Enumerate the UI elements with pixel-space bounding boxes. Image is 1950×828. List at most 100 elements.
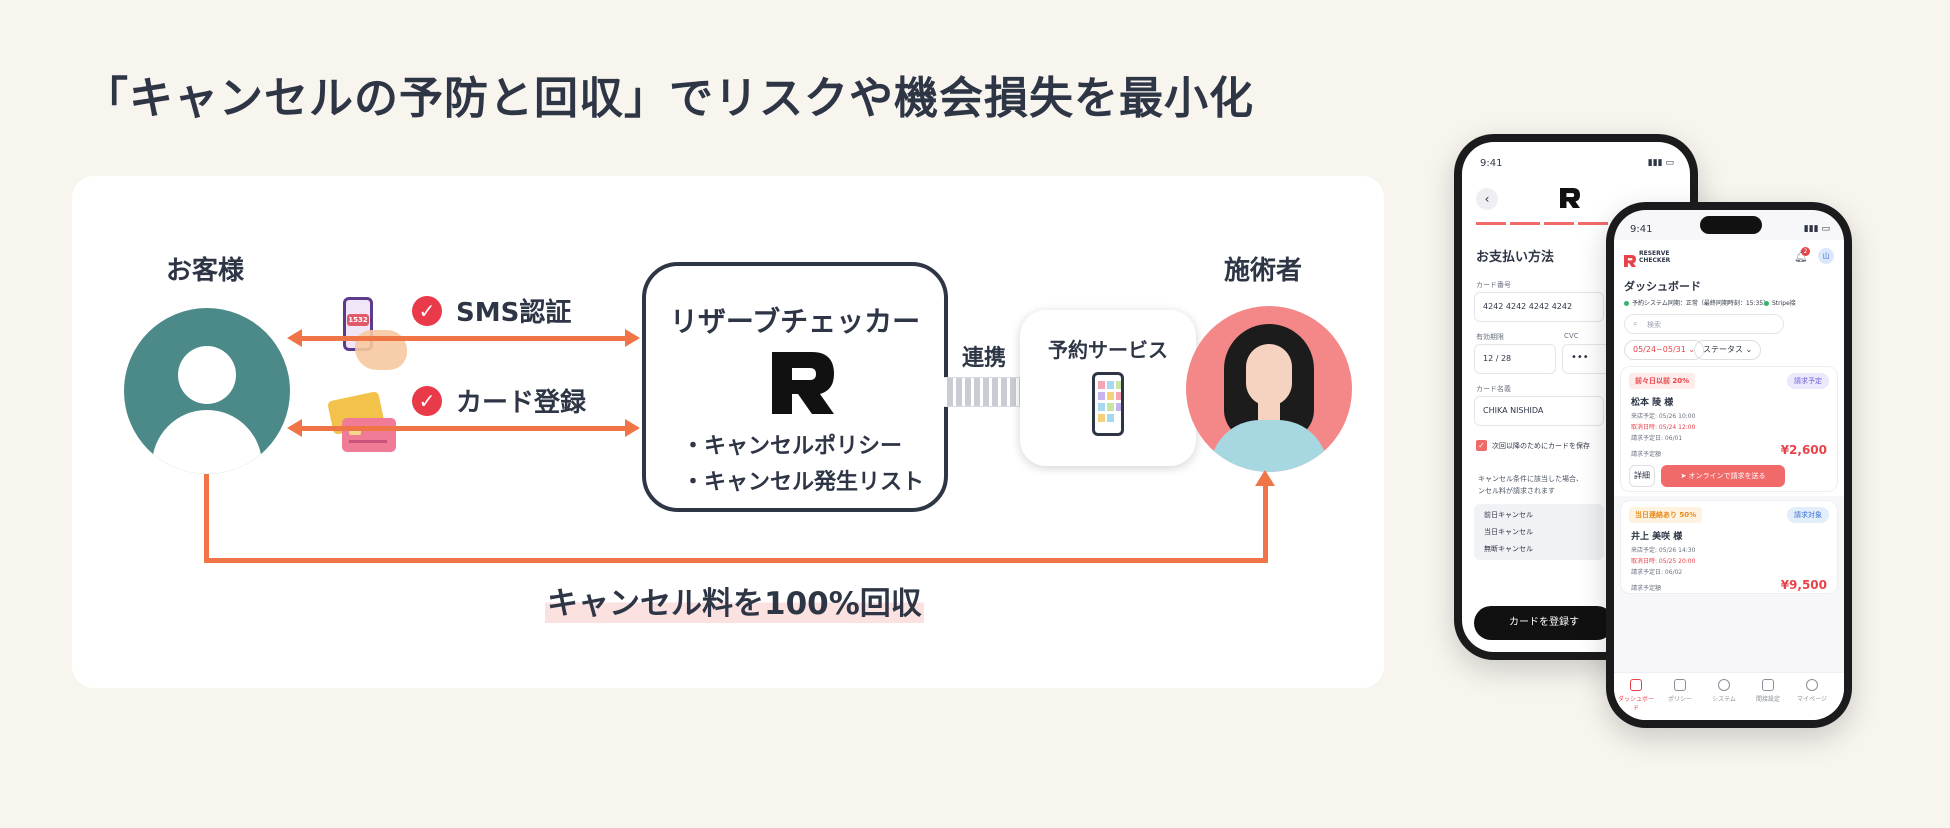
status-time: 9:41 [1480,158,1503,169]
reserve-checker-logo-icon [772,352,834,418]
return-line [204,558,1268,563]
brand-name: RESERVE [1639,250,1670,257]
cancel-item: 前日キャンセル [1484,511,1533,519]
cancel-tier-tag: 当日連絡あり 50% [1629,507,1703,523]
status-badge: 請求予定 [1787,373,1829,389]
expiry-field[interactable]: 12 / 28 [1474,344,1556,374]
app-logo-icon [1560,188,1580,212]
register-card-button[interactable]: カードを登録す [1474,606,1614,640]
tab-mypage[interactable]: マイページ [1792,679,1832,703]
cancel-policy-list: 前日キャンセル 当日キャンセル 無断キャンセル [1474,504,1604,560]
provider-avatar-icon [1186,306,1352,472]
share-icon [1718,679,1730,691]
notification-badge: 2 [1801,247,1810,256]
card-number-label: カード番号 [1476,281,1511,289]
cancel-item: 無断キャンセル [1484,545,1533,553]
detail-button[interactable]: 詳細 [1629,465,1655,487]
payment-title: お支払い方法 [1476,250,1555,265]
customer-avatar-icon [124,308,290,474]
card-arrow [287,419,640,437]
tab-system[interactable]: システム [1704,679,1744,703]
customer-name: 松本 陵 様 [1631,398,1674,408]
sms-check-icon: ✓ [412,296,442,326]
link-label: 連携 [962,346,1007,371]
sync-status: 予約システム同期：正常（最終同期時刻：15:35） [1632,300,1770,307]
cancel-notice: ンセル料が請求されます [1478,487,1555,495]
card-check-icon: ✓ [412,386,442,416]
card-name-field[interactable]: CHIKA NISHIDA [1474,396,1604,426]
brand-name: CHECKER [1639,257,1671,264]
stripe-status-dot [1764,301,1769,306]
brand-logo-icon [1624,252,1636,271]
back-button[interactable]: ‹ [1476,188,1498,210]
search-icon: ⌕ [1633,319,1638,328]
save-card-label: 次回以降のためにカードを保存 [1492,442,1590,450]
reserve-checker-bullet: ・キャンセルポリシー [682,434,903,459]
trophy-icon [1762,679,1774,691]
battery-icon: ▮▮▮ ▭ [1803,224,1830,234]
sync-status-dot [1624,301,1629,306]
booking-app-icon [1092,372,1124,436]
return-line [1263,484,1268,563]
cancel-item: 当日キャンセル [1484,528,1533,536]
visit-time: 来店予定: 05/26 10:00 [1631,413,1696,420]
visit-time: 来店予定: 05/26 14:30 [1631,547,1696,554]
user-icon [1806,679,1818,691]
send-invoice-button[interactable]: ➤ オンラインで請求を送る [1661,465,1785,487]
status-badge: 請求対象 [1787,507,1829,523]
date-filter[interactable]: 05/24~05/31 ⌄ [1624,340,1705,360]
amount-label: 請求予定額 [1631,585,1662,592]
status-filter[interactable]: ステータス ⌄ [1694,340,1762,360]
status-time: 9:41 [1630,224,1653,235]
reserve-checker-title: リザーブチェッカー [669,305,921,338]
card-name-label: カード名義 [1476,385,1511,393]
credit-card-pink-icon [342,418,396,452]
cancel-tier-tag: 前々日以前 20% [1629,373,1696,389]
tab-bar: ダッシュボード ポリシー システム 間接設定 マイページ [1614,672,1844,720]
dashboard-icon [1630,679,1642,691]
battery-icon: ▮▮▮ ▭ [1647,158,1674,168]
dashboard-screen: 9:41 ▮▮▮ ▭ RESERVE CHECKER 🔔︎ 2 山 ダッシュボー… [1614,210,1844,720]
provider-label: 施術者 [1224,256,1303,286]
page-headline: 「キャンセルの予防と回収」でリスクや機会損失を最小化 [84,73,1254,124]
reserve-checker-box: リザーブチェッカー ・キャンセルポリシー ・キャンセル発生リスト [642,262,948,512]
reserve-checker-bullet: ・キャンセル発生リスト [682,470,925,495]
search-input[interactable]: ⌕ 検索 [1624,314,1784,334]
tab-dashboard[interactable]: ダッシュボード [1616,679,1656,712]
collect-label: キャンセル料を100%回収 [545,578,924,623]
save-card-checkbox[interactable]: ✓ [1476,440,1487,451]
cancellation-card[interactable]: 前々日以前 20% 請求予定 松本 陵 様 来店予定: 05/26 10:00 … [1620,366,1838,492]
return-arrow-tip [1255,470,1275,486]
booking-service-label: 予約サービス [1048,338,1168,362]
cvc-label: CVC [1564,332,1579,340]
cancel-time: 取消日時: 05/25 20:00 [1631,558,1696,565]
sms-arrow [287,329,640,347]
progress-bar [1476,222,1690,225]
customer-name: 井上 美咲 様 [1631,532,1683,542]
cancellation-card[interactable]: 当日連絡あり 50% 請求対象 井上 美咲 様 来店予定: 05/26 14:3… [1620,500,1838,594]
amount-value: ¥2,600 [1780,443,1827,457]
billing-date: 請求予定日: 06/01 [1631,435,1683,442]
dashboard-title: ダッシュボード [1624,280,1701,293]
booking-service-box: 予約サービス [1020,310,1196,466]
amount-label: 請求予定額 [1631,451,1662,458]
expiry-label: 有効期限 [1476,333,1504,341]
tab-settings[interactable]: 間接設定 [1748,679,1788,703]
amount-value: ¥9,500 [1780,578,1827,592]
tab-policy[interactable]: ポリシー [1660,679,1700,703]
stripe-status: Stripe接 [1772,300,1796,307]
link-connector [944,377,1024,407]
shield-icon [1674,679,1686,691]
return-line [204,474,209,562]
dashboard-phone: 9:41 ▮▮▮ ▭ RESERVE CHECKER 🔔︎ 2 山 ダッシュボー… [1606,202,1852,728]
customer-label: お客様 [166,256,245,286]
user-avatar[interactable]: 山 [1818,248,1834,264]
cancel-time: 取消日時: 05/24 12:00 [1631,424,1696,431]
cancel-notice: キャンセル条件に該当した場合、 [1478,475,1583,483]
cvc-field[interactable]: ••• [1562,344,1612,374]
card-number-field[interactable]: 4242 4242 4242 4242 [1474,292,1604,322]
dynamic-island [1700,216,1762,234]
card-registration-label: カード登録 [456,388,587,418]
sms-code: 1532 [347,314,369,326]
sms-auth-label: SMS認証 [456,298,572,328]
